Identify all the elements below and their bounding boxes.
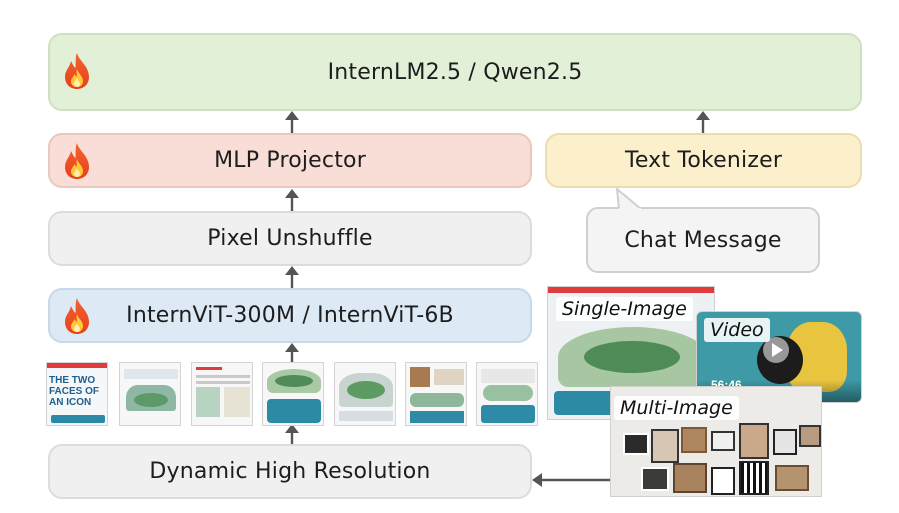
up-arrow-icon bbox=[285, 266, 299, 288]
multi-image-label: Multi-Image bbox=[614, 396, 739, 420]
play-icon bbox=[763, 337, 789, 363]
mlp-projector-label: MLP Projector bbox=[214, 148, 366, 173]
up-arrow-icon bbox=[696, 111, 710, 133]
multi-image-example bbox=[610, 386, 822, 497]
text-tokenizer-label: Text Tokenizer bbox=[624, 148, 783, 173]
pixel-unshuffle-label: Pixel Unshuffle bbox=[207, 226, 373, 251]
vision-encoder-block: InternViT-300M / InternViT-6B bbox=[48, 288, 532, 343]
left-arrow-icon bbox=[532, 473, 611, 487]
fire-icon bbox=[62, 297, 92, 335]
text-tokenizer-block: Text Tokenizer bbox=[545, 133, 862, 188]
dynamic-high-resolution-label: Dynamic High Resolution bbox=[149, 459, 431, 484]
image-tile bbox=[191, 362, 253, 426]
up-arrow-icon bbox=[285, 111, 299, 133]
speech-bubble-tail bbox=[616, 188, 642, 210]
pixel-unshuffle-block: Pixel Unshuffle bbox=[48, 211, 532, 266]
fire-icon bbox=[62, 142, 92, 180]
llm-block: InternLM2.5 / Qwen2.5 bbox=[48, 33, 862, 111]
up-arrow-icon bbox=[285, 343, 299, 363]
image-tile: THE TWO FACES OF AN ICON bbox=[46, 362, 108, 426]
video-label: Video bbox=[704, 318, 770, 342]
chat-message-label: Chat Message bbox=[624, 227, 782, 253]
tile-headline: THE TWO FACES OF AN ICON bbox=[49, 375, 100, 408]
up-arrow-icon bbox=[285, 424, 299, 444]
mlp-projector-block: MLP Projector bbox=[48, 133, 532, 188]
fire-icon bbox=[62, 52, 92, 90]
chat-message-bubble: Chat Message bbox=[586, 207, 820, 273]
up-arrow-icon bbox=[285, 189, 299, 211]
single-image-label: Single-Image bbox=[556, 297, 693, 321]
llm-label: InternLM2.5 / Qwen2.5 bbox=[327, 59, 583, 85]
image-tile bbox=[405, 362, 467, 426]
image-tile bbox=[119, 362, 181, 426]
dynamic-high-resolution-block: Dynamic High Resolution bbox=[48, 444, 532, 499]
vision-encoder-label: InternViT-300M / InternViT-6B bbox=[126, 303, 454, 328]
image-tile bbox=[476, 362, 538, 426]
image-tile bbox=[334, 362, 396, 426]
image-tile bbox=[262, 362, 324, 426]
